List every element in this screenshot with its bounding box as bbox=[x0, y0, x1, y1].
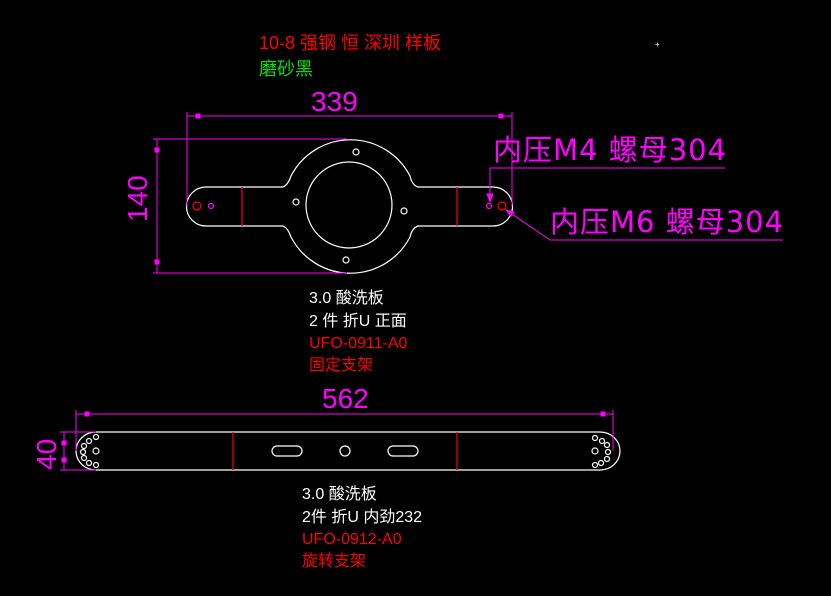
part1-outline bbox=[185, 139, 514, 274]
callout-m4: 内压M4 螺母304 bbox=[493, 133, 728, 167]
part2-dimensions bbox=[60, 410, 614, 471]
part2-dim-height: 40 bbox=[31, 438, 62, 470]
part2-dim-width: 562 bbox=[322, 383, 369, 414]
part2-material: 3.0 酸洗板 bbox=[302, 486, 377, 503]
part1-nut-holes bbox=[192, 201, 507, 211]
part1-dim-width: 339 bbox=[311, 86, 358, 117]
title-line: 10-8 强钢 恒 深圳 样板 bbox=[259, 33, 442, 53]
part2-part-name: 旋转支架 bbox=[302, 553, 367, 570]
part1-part-name: 固定支架 bbox=[309, 357, 374, 374]
callout-m6: 内压M6 螺母304 bbox=[550, 205, 785, 239]
part1-part-no: UFO-0911-A0 bbox=[309, 335, 408, 352]
part2-bend-lines bbox=[232, 432, 458, 470]
part1-bend-lines bbox=[241, 187, 458, 226]
part1-dim-height: 140 bbox=[122, 175, 153, 222]
part2-part-no: UFO-0912-A0 bbox=[302, 531, 402, 548]
finish-label: 磨砂黑 bbox=[259, 59, 313, 79]
part1-process: 2 件 折U 正面 bbox=[309, 313, 407, 330]
part1-dimensions bbox=[153, 112, 783, 274]
cursor-mark: + bbox=[655, 40, 660, 49]
part1-material: 3.0 酸洗板 bbox=[309, 290, 384, 307]
part2-outline bbox=[75, 431, 621, 471]
part2-process: 2件 折U 内劲232 bbox=[302, 509, 423, 526]
